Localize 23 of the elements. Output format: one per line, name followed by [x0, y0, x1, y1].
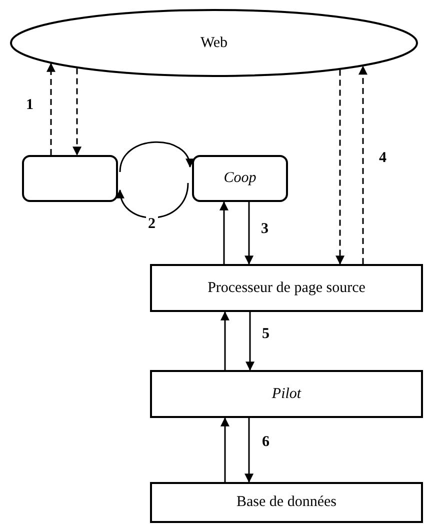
- arrow: [336, 70, 345, 265]
- process-box: [150, 482, 423, 523]
- arrow: [219, 201, 228, 264]
- arrow: [119, 141, 193, 172]
- node-label: Coop: [224, 170, 256, 187]
- arrow: [220, 311, 230, 370]
- process-box: [22, 155, 118, 202]
- arrow: [244, 418, 254, 483]
- ellipse-node: [10, 9, 418, 77]
- node-label: Pilot: [272, 386, 302, 402]
- arrow: [72, 68, 82, 156]
- arrow: [244, 202, 254, 265]
- arrow: [220, 417, 230, 482]
- arrow: [46, 62, 56, 155]
- process-box: [150, 264, 423, 312]
- node-label: Processeur de page source: [208, 280, 366, 296]
- process-box: [150, 370, 423, 418]
- arrow: [246, 312, 255, 371]
- node-label: Web: [200, 34, 228, 52]
- process-box: [192, 155, 288, 202]
- arrow: [358, 66, 368, 264]
- arrow: [116, 182, 189, 218]
- node-label: Base de données: [236, 494, 336, 511]
